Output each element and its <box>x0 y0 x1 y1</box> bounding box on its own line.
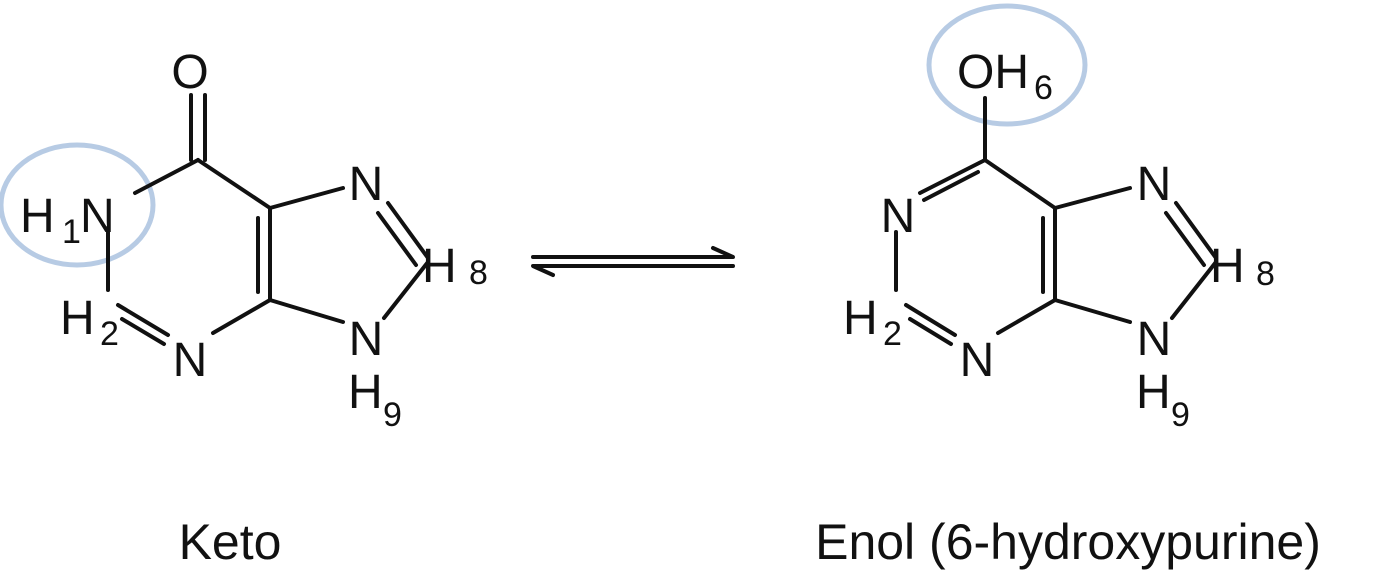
keto-h1-highlight <box>0 142 156 268</box>
enol-oh-label: OH <box>957 46 1029 99</box>
equilibrium-arrows <box>531 246 735 277</box>
keto-bond-c2-n3-a <box>116 303 170 337</box>
enol-bonds <box>894 96 1218 346</box>
keto-oxygen-label: O <box>171 46 208 99</box>
enol-n7-label: N <box>1137 158 1172 211</box>
keto-n1-label: N <box>80 190 115 243</box>
enol-bond-c8-n9 <box>1170 260 1218 320</box>
enol-bond-c4-n3 <box>996 298 1057 335</box>
forward-half-arrow <box>531 246 735 259</box>
enol-bond-c2-n3-a <box>904 303 957 337</box>
enol-bond-c2-n3-b <box>908 317 953 346</box>
enol-oh-subscript: 6 <box>1034 69 1053 107</box>
keto-bonds <box>106 93 430 346</box>
keto-h8-subscript: 8 <box>469 254 488 292</box>
keto-bond-c6-c5 <box>196 158 272 210</box>
keto-h1-label: H <box>20 190 55 243</box>
keto-bond-c4-n3 <box>211 298 272 335</box>
keto-bond-n7-c8-a <box>386 201 430 260</box>
enol-caption: Enol (6-hydroxypurine) <box>815 514 1321 570</box>
enol-bond-c5-n7 <box>1053 186 1132 210</box>
keto-h2-label: H <box>60 292 95 345</box>
enol-bond-c6-n1-b <box>922 170 980 202</box>
keto-bond-c8-n9 <box>382 260 430 320</box>
keto-bond-c6-n1 <box>133 158 200 195</box>
enol-bond-n7-c8-a <box>1174 201 1218 260</box>
keto-bond-c2-n3-b <box>120 317 166 346</box>
enol-structure: OH 6 N N H 8 N H 9 H 2 N Enol (6-hydroxy… <box>815 3 1321 570</box>
enol-oh6-highlight <box>926 3 1088 127</box>
enol-bond-c6-n1-a <box>918 158 987 195</box>
keto-h9-label: H <box>348 366 383 419</box>
enol-h2-label: H <box>843 292 878 345</box>
keto-bond-n7-c8-b <box>376 211 418 267</box>
keto-n3-label: N <box>173 334 208 387</box>
keto-caption: Keto <box>179 514 282 570</box>
keto-bond-n9-c4 <box>268 298 345 324</box>
keto-n7-label: N <box>349 158 384 211</box>
reverse-half-arrow <box>531 264 735 277</box>
enol-bond-n9-c4 <box>1053 298 1132 324</box>
keto-h8-label: H <box>422 240 457 293</box>
enol-h8-label: H <box>1210 240 1245 293</box>
keto-h9-subscript: 9 <box>383 396 402 434</box>
enol-h8-subscript: 8 <box>1256 255 1275 293</box>
enol-n9-label: N <box>1137 313 1172 366</box>
enol-h2-subscript: 2 <box>883 315 902 353</box>
enol-h9-subscript: 9 <box>1171 396 1190 434</box>
enol-bond-c6-c5 <box>983 158 1057 210</box>
enol-bond-n7-c8-b <box>1164 211 1206 267</box>
keto-n9-label: N <box>349 313 384 366</box>
keto-h2-subscript: 2 <box>100 315 119 353</box>
enol-h9-label: H <box>1136 366 1171 419</box>
enol-n3-label: N <box>960 334 995 387</box>
enol-n1-label: N <box>881 190 916 243</box>
keto-structure: O H 1 N N H 8 N H 9 H 2 N Keto <box>0 46 488 570</box>
keto-bond-c5-n7 <box>268 186 345 210</box>
keto-h1-subscript: 1 <box>62 213 81 251</box>
